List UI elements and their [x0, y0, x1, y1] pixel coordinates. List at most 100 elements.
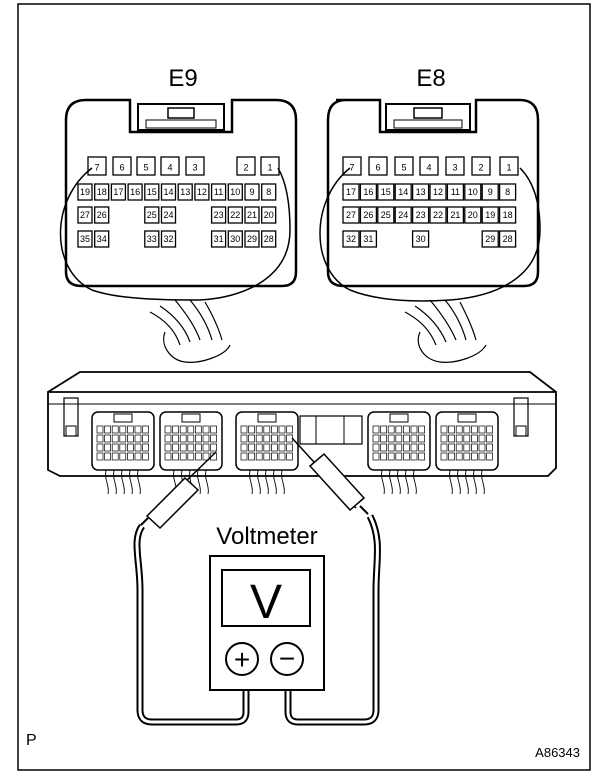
ecu-port-cavity: [96, 425, 104, 434]
ecu-port-cavity: [271, 434, 278, 443]
pin-number-label: 10: [468, 187, 478, 197]
ecu-port-cavity: [142, 452, 149, 461]
pin-cell: [481, 230, 499, 248]
ecu-port-cavity: [119, 434, 127, 443]
pin-number-label: 11: [214, 187, 223, 197]
ecu-port-cavity: [278, 434, 286, 443]
ecu-port-cavity: [127, 425, 134, 434]
e8-wire-harness: [404, 299, 487, 363]
pin-cell: [377, 206, 395, 224]
pin-cell: [368, 156, 388, 176]
ecu-port-cavity: [448, 443, 455, 452]
ecu-wire-tail: [249, 469, 253, 495]
pin-number-label: 22: [433, 210, 443, 220]
ecu-port-cavity: [387, 452, 395, 461]
pin-number-label: 9: [249, 187, 254, 197]
pin-number-label: 7: [349, 163, 354, 173]
ecu-port-cavity: [172, 434, 179, 443]
pin-number-label: 3: [452, 163, 457, 173]
pin-number-label: 29: [485, 234, 495, 244]
ecu-port-cavity: [187, 425, 195, 434]
ecu-port-cavity: [463, 443, 471, 452]
ecu-port-cavity: [271, 425, 278, 434]
ecu-port-cavity: [119, 452, 127, 461]
pin-number-label: 2: [243, 163, 248, 173]
ecu-port-cavity: [248, 434, 255, 443]
ecu-port-cavity: [395, 434, 403, 443]
pin-number-label: 28: [503, 234, 513, 244]
ecu-port-cavity: [248, 425, 255, 434]
ecu-port-cavity: [255, 425, 263, 434]
ecu-wire-tail: [481, 469, 485, 495]
ecu-port-cavity: [172, 452, 179, 461]
ecu-port-cavity: [255, 434, 263, 443]
negative-probe: [291, 437, 369, 515]
pin-number-label: 33: [147, 234, 157, 244]
pin-cell: [127, 183, 143, 201]
pin-number-label: 26: [363, 210, 373, 220]
ecu-port-cavity: [418, 425, 425, 434]
ecu-port-cavity: [372, 434, 380, 443]
pin-number-label: 25: [381, 210, 391, 220]
pin-number-label: 15: [381, 187, 391, 197]
pin-number-label: 35: [80, 234, 90, 244]
ecu-connector-ports: [91, 411, 499, 495]
ecu-port-cavity: [286, 452, 293, 461]
ecu-port-cavity: [410, 443, 418, 452]
ecu-port-cavity: [202, 452, 210, 461]
ecu-port-latch: [181, 413, 201, 423]
pin-cell: [394, 206, 412, 224]
ecu-port-cavity: [387, 425, 395, 434]
ecu-port-cavity: [478, 452, 486, 461]
ecu-port-cavity: [395, 443, 403, 452]
pin-cell: [210, 206, 227, 224]
ecu-port-cavity: [119, 443, 127, 452]
ecu-port-cavity: [210, 425, 217, 434]
ecu-wire-tail: [457, 469, 461, 495]
ecu-port-cavity: [380, 434, 387, 443]
pin-cell: [429, 183, 447, 201]
pin-cell: [359, 206, 378, 224]
ecu-wire-tail: [121, 469, 125, 495]
pin-cell: [77, 183, 93, 201]
ecu-port-cavity: [111, 452, 119, 461]
ecu-port-cavity: [471, 443, 478, 452]
pin-number-label: 13: [416, 187, 426, 197]
pin-cell: [77, 230, 93, 248]
ecu-port-cavity: [142, 434, 149, 443]
connector-e9-title: E9: [168, 65, 197, 92]
pin-number-label: 3: [192, 163, 197, 173]
pin-cell: [342, 183, 360, 201]
ecu-port-latch: [457, 413, 477, 423]
ecu-wire-tail: [381, 469, 385, 495]
pin-cell: [177, 183, 193, 201]
ecu-port-cavity: [263, 452, 271, 461]
ecu-port-cavity: [195, 425, 202, 434]
pin-number-label: 15: [147, 187, 157, 197]
pin-cell: [94, 206, 110, 224]
ecu-port-cavity: [179, 434, 187, 443]
ecu-port-cavity: [187, 452, 195, 461]
ecu-port-cavity: [271, 443, 278, 452]
ecu-port-cavity: [179, 443, 187, 452]
ecu-wire-tail: [473, 469, 477, 495]
ecu-wire-tail: [449, 469, 453, 495]
ecu-port-cavity: [104, 452, 111, 461]
ecu-wire-tail: [273, 469, 277, 495]
ecu-port-cavity: [395, 452, 403, 461]
ecu-port: [435, 411, 499, 471]
ecu-port-cavity: [418, 443, 425, 452]
pin-cell: [210, 183, 227, 201]
ecu-port-cavity: [463, 452, 471, 461]
ecu-port-cavity: [440, 452, 448, 461]
positive-terminal-symbol: +: [234, 644, 250, 675]
ecu-port-latch: [389, 413, 409, 423]
voltmeter-display: [221, 569, 311, 627]
pin-number-label: 22: [230, 210, 240, 220]
pin-cell: [342, 206, 360, 224]
ecu-port-cavity: [403, 452, 410, 461]
pin-cell: [77, 206, 93, 224]
ecu-port-cavity: [263, 425, 271, 434]
pin-number-label: 8: [266, 187, 271, 197]
